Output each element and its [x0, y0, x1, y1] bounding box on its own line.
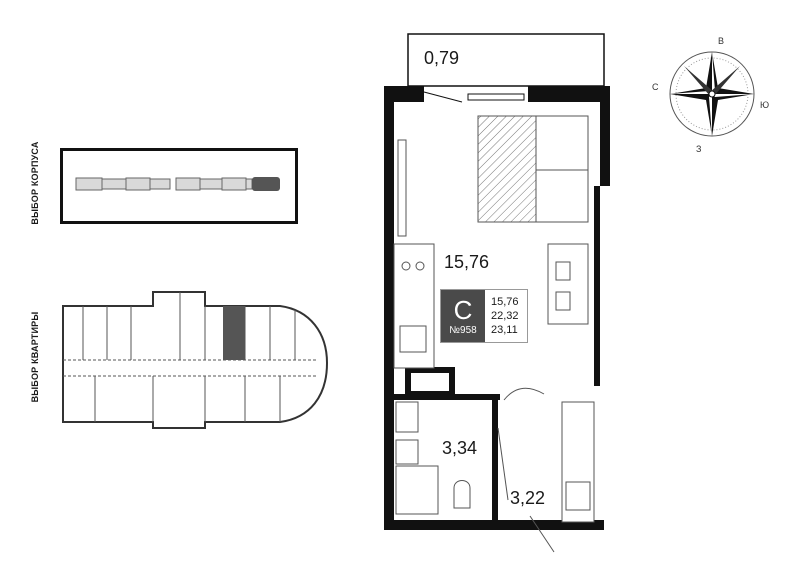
compass-east-label: Ю [760, 100, 770, 110]
apartment-number: №958 [449, 324, 477, 336]
apartment-select-label: ВЫБОР КВАРТИРЫ [30, 311, 40, 403]
compass-rose [662, 44, 762, 144]
building-selector [60, 148, 298, 224]
building-block-selected[interactable] [252, 177, 280, 191]
balcony-area: 0,79 [424, 48, 460, 68]
balcony [407, 33, 605, 87]
bed [477, 115, 537, 223]
living-area-value: 15,76 [491, 296, 519, 308]
type-badge: С №958 [441, 290, 485, 342]
bathroom-area: 3,34 [442, 438, 478, 458]
building-block-1[interactable] [75, 177, 171, 191]
building-block-2[interactable] [175, 177, 253, 191]
dining-table [547, 243, 589, 325]
sofa [535, 115, 589, 223]
compass-north-label: В [718, 36, 725, 46]
compass-west-label: С [652, 82, 659, 92]
hall-area: 3,22 [510, 488, 546, 508]
compass-south-label: З [696, 144, 702, 154]
kitchen-counter [393, 243, 435, 369]
apartment-floor-plan [380, 30, 620, 560]
living-room-area: 15,76 [444, 252, 490, 272]
apartment-selector [55, 288, 345, 433]
building-select-label: ВЫБОР КОРПУСА [30, 141, 40, 225]
areas-list: 15,76 22,32 23,11 [485, 290, 525, 342]
apartment-selected[interactable] [223, 306, 245, 360]
total-with-balcony-value: 23,11 [491, 324, 518, 336]
type-letter: С [453, 294, 473, 325]
total-area-value: 22,32 [491, 310, 519, 322]
apartment-info-box: С №958 15,76 22,32 23,11 [440, 289, 528, 343]
